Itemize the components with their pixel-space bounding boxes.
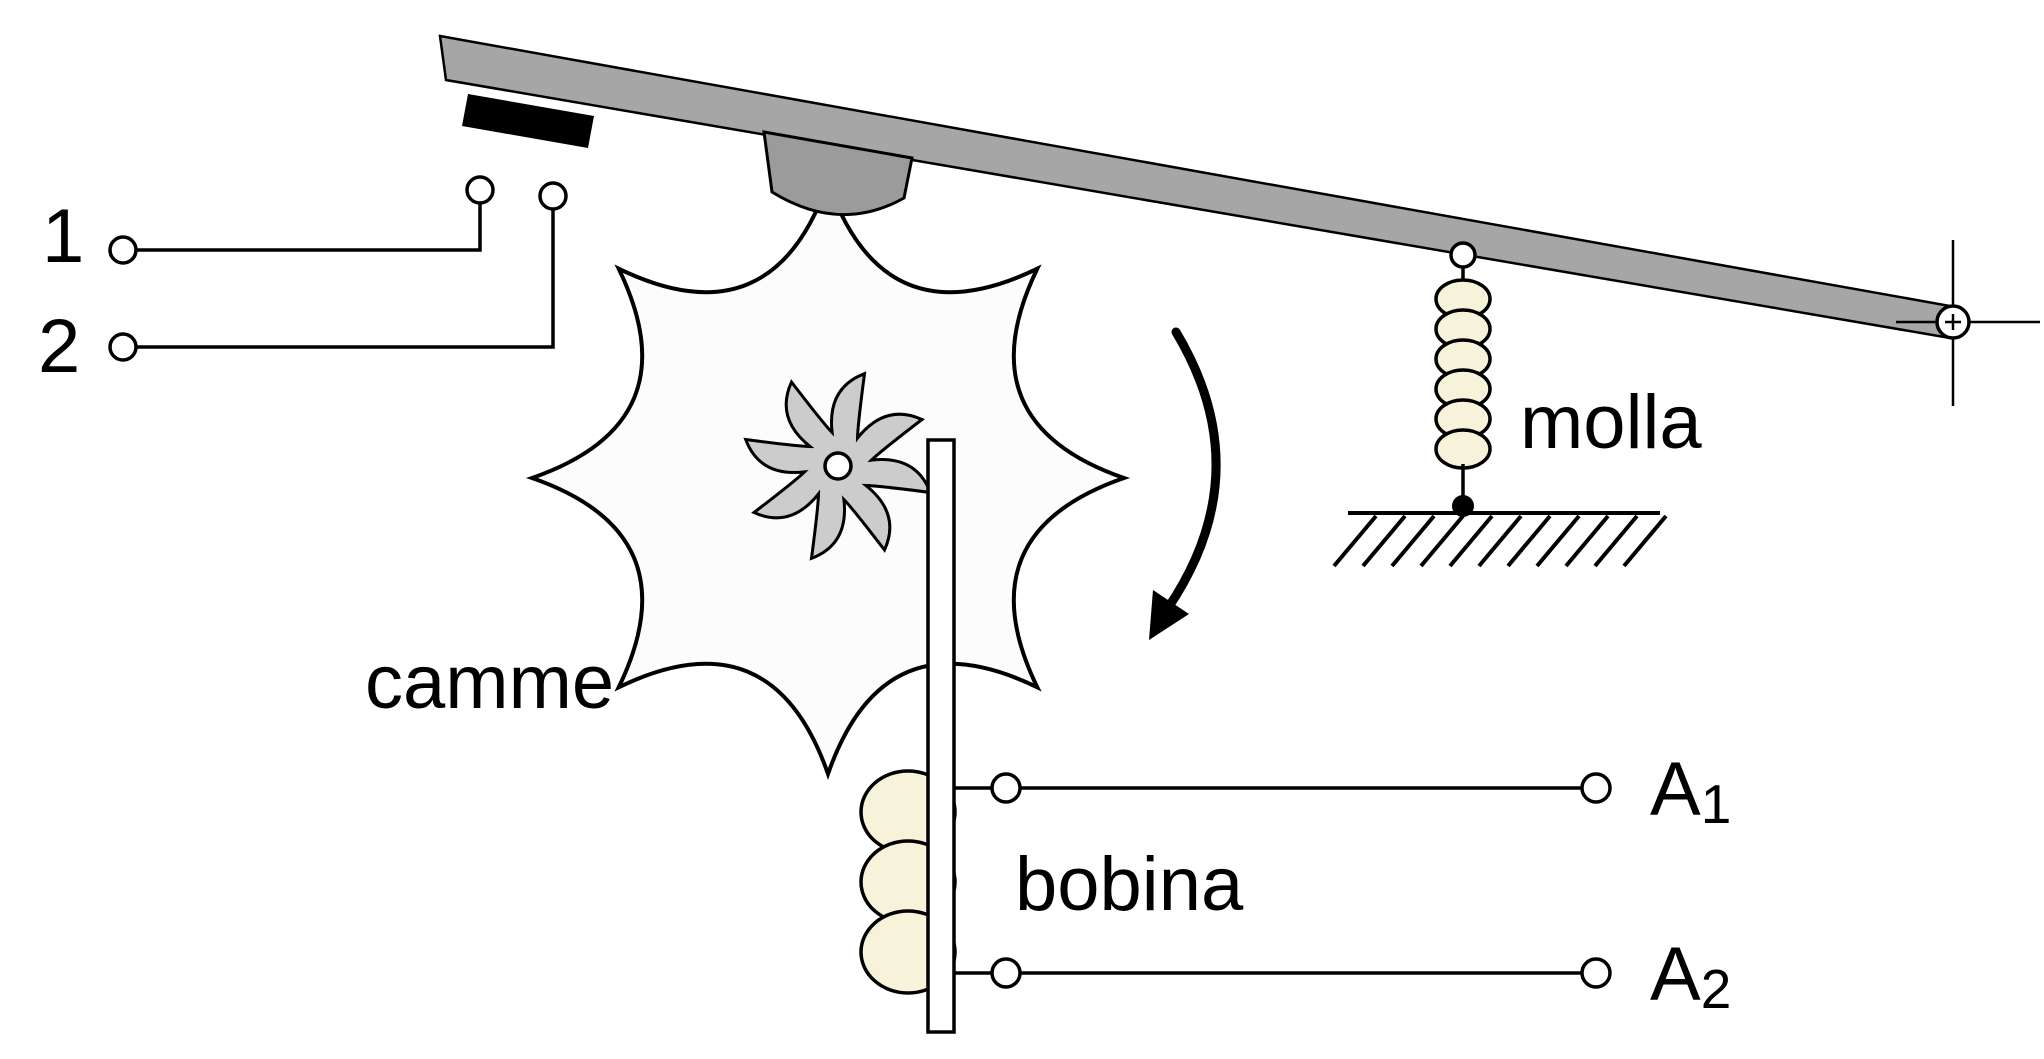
- wire-terminal1: [136, 203, 482, 252]
- label-a1: A1: [1650, 747, 1731, 835]
- ground-hatch-line: [1593, 514, 1639, 568]
- label-a1-sub: 1: [1701, 773, 1732, 835]
- terminal-1-node: [108, 235, 138, 265]
- armature-rod: [926, 438, 956, 1034]
- spring-lever-node: [1449, 241, 1477, 269]
- a2-node-inner: [990, 957, 1022, 989]
- wire-terminal2: [136, 209, 555, 349]
- contact-node-right: [538, 181, 568, 211]
- a1-node-inner: [990, 772, 1022, 804]
- label-terminal-2: 2: [38, 304, 80, 389]
- ground-hatch-line: [1564, 514, 1610, 568]
- a2-node-outer: [1580, 957, 1612, 989]
- coil-assembly: [859, 438, 1612, 1034]
- spring-coils: [1434, 278, 1492, 470]
- ground-hatch-line: [1361, 514, 1407, 568]
- rotation-arrowhead: [1149, 590, 1189, 640]
- spring-loop: [1434, 428, 1492, 470]
- label-coil: bobina: [1015, 842, 1244, 927]
- ground-symbol: [1332, 511, 1668, 568]
- ground-hatch-line: [1622, 514, 1668, 568]
- label-spring: molla: [1520, 380, 1702, 465]
- star-hub-hole: [823, 451, 853, 481]
- ground-hatch-line: [1419, 514, 1465, 568]
- label-a1-base: A: [1650, 747, 1701, 832]
- label-a2: A2: [1650, 932, 1731, 1020]
- a1-node-outer: [1580, 772, 1612, 804]
- ground-hatch-line: [1477, 514, 1523, 568]
- label-a2-base: A: [1650, 932, 1701, 1017]
- ground-hatch-line: [1506, 514, 1552, 568]
- label-cam: camme: [365, 640, 614, 725]
- rotation-arrow: [1163, 327, 1221, 613]
- contact-node-left: [465, 175, 495, 205]
- cam-follower: [762, 130, 914, 217]
- ground-hatch-line: [1535, 514, 1581, 568]
- contact-pad: [462, 94, 594, 148]
- ground-hatching: [1332, 514, 1668, 568]
- ground-hatch-line: [1390, 514, 1436, 568]
- spring-assembly: [1332, 241, 1668, 568]
- ground-hatch-line: [1448, 514, 1494, 568]
- terminal-2-node: [108, 332, 138, 362]
- ground-hatch-line: [1332, 514, 1378, 568]
- label-a2-sub: 2: [1701, 958, 1732, 1020]
- label-terminal-1: 1: [42, 194, 84, 279]
- lever-pivot: [1896, 240, 2040, 406]
